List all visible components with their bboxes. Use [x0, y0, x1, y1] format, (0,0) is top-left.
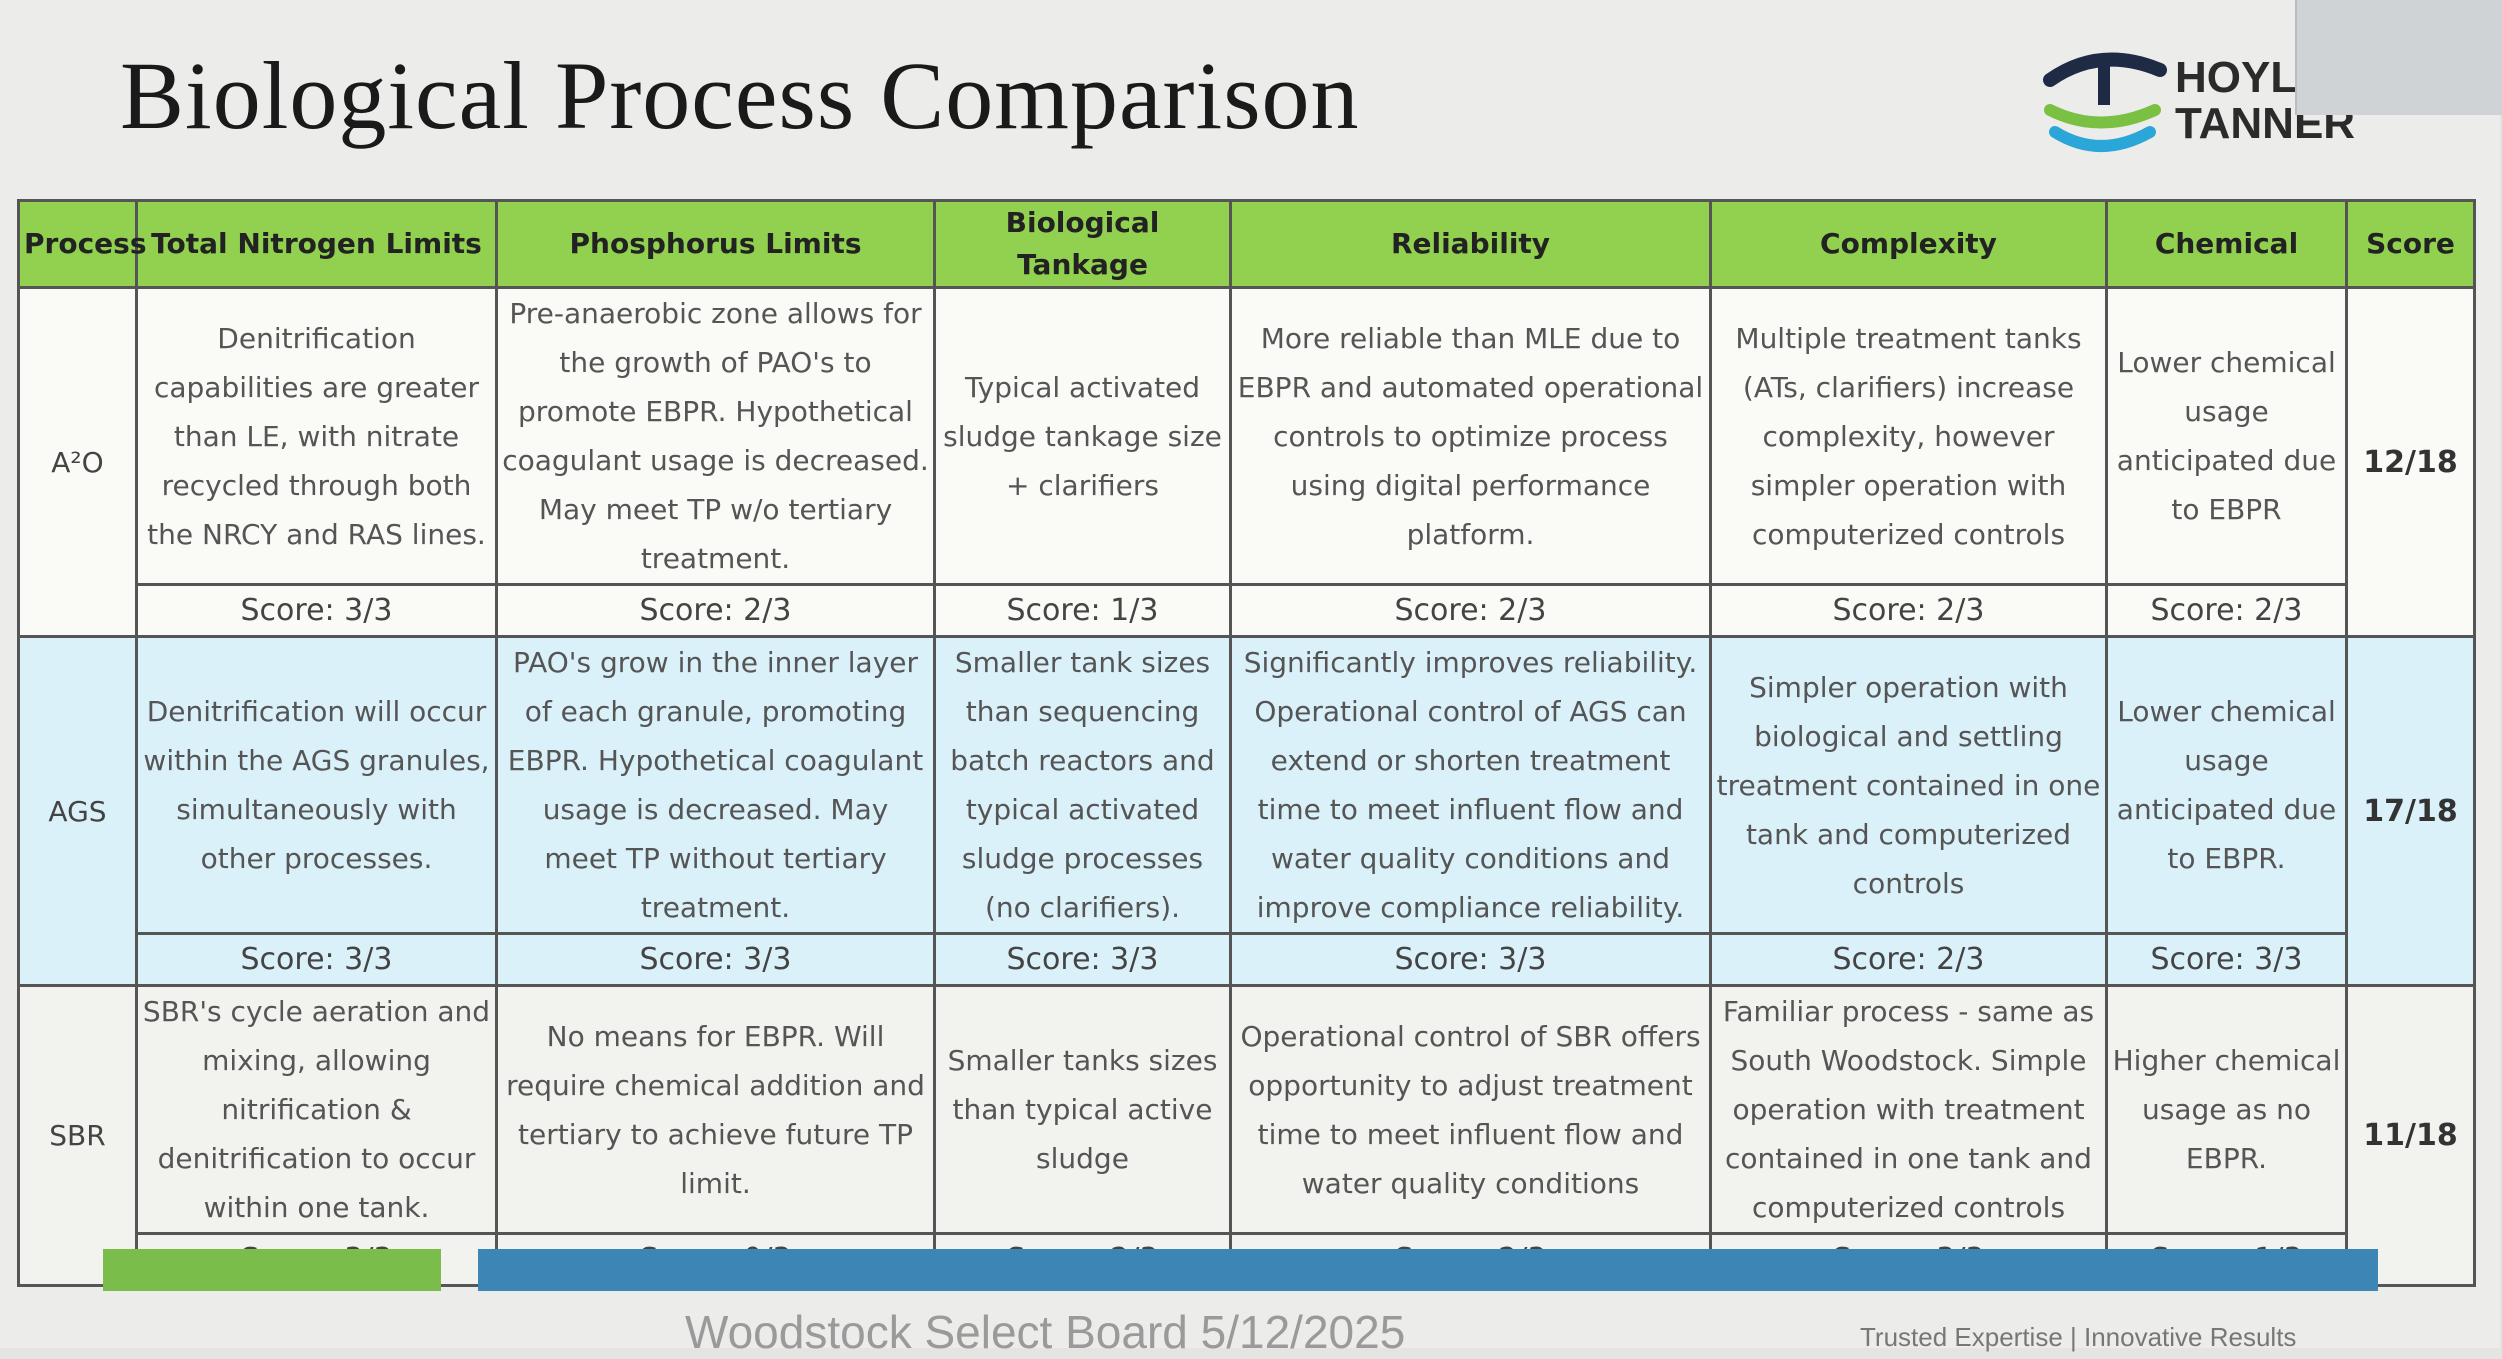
process-name: AGS — [17, 635, 138, 987]
table-cell: Higher chemical usage as no EBPR. — [2105, 984, 2348, 1235]
col-header-phosphorus: Phosphorus Limits — [495, 199, 936, 289]
score-row: Score: 3/3 Score: 3/3 Score: 3/3 Score: … — [19, 932, 2475, 987]
score-cell: Score: 3/3 — [135, 932, 498, 987]
footer-bar-blue — [478, 1249, 2378, 1291]
score-cell: Score: 3/3 — [495, 932, 936, 987]
table-row: AGS Denitrification will occur within th… — [17, 635, 2476, 987]
total-score: 11/18 — [2345, 984, 2476, 1287]
table-cell: SBR's cycle aeration and mixing, allowin… — [135, 984, 498, 1235]
comparison-table: Process Total Nitrogen Limits Phosphorus… — [17, 199, 2476, 1287]
col-header-nitrogen: Total Nitrogen Limits — [135, 199, 498, 289]
table-cell: Pre-anaerobic zone allows for the growth… — [495, 286, 936, 586]
webcam-thumbnail — [2295, 0, 2502, 115]
table-cell: Typical activated sludge tankage size + … — [933, 286, 1232, 586]
table-cell: Multiple treatment tanks (ATs, clarifier… — [1709, 286, 2108, 586]
col-header-tankage: Biological Tankage — [933, 199, 1232, 289]
process-name: A²O — [17, 286, 138, 638]
score-cell: Score: 2/3 — [1229, 583, 1712, 638]
table-cell: Lower chemical usage anticipated due to … — [2105, 286, 2348, 586]
table-cell: Denitrification will occur within the AG… — [135, 635, 498, 935]
table-cell: Operational control of SBR offers opport… — [1229, 984, 1712, 1235]
footer-bar-green — [103, 1249, 441, 1291]
table-cell: Smaller tank sizes than sequencing batch… — [933, 635, 1232, 935]
process-name: SBR — [17, 984, 138, 1287]
table-cell: No means for EBPR. Will require chemical… — [495, 984, 936, 1235]
score-cell: Score: 2/3 — [1709, 932, 2108, 987]
table-cell: Significantly improves reliability. Oper… — [1229, 635, 1712, 935]
table-cell: PAO's grow in the inner layer of each gr… — [495, 635, 936, 935]
table-cell: Simpler operation with biological and se… — [1709, 635, 2108, 935]
score-cell: Score: 2/3 — [1709, 583, 2108, 638]
table-cell: More reliable than MLE due to EBPR and a… — [1229, 286, 1712, 586]
table-cell: Denitrification capabilities are greater… — [135, 286, 498, 586]
score-cell: Score: 3/3 — [933, 932, 1232, 987]
footer-text: Woodstock Select Board 5/12/2025 — [685, 1306, 1406, 1358]
slide-title: Biological Process Comparison — [120, 42, 1360, 149]
score-cell: Score: 3/3 — [2105, 932, 2348, 987]
table-row: SBR SBR's cycle aeration and mixing, all… — [17, 984, 2476, 1287]
col-header-reliability: Reliability — [1229, 199, 1712, 289]
col-header-chemical: Chemical — [2105, 199, 2348, 289]
total-score: 12/18 — [2345, 286, 2476, 638]
col-header-process: Process — [17, 199, 147, 289]
hoyle-tanner-swoosh-icon — [2043, 52, 2167, 152]
table-cell: Familiar process - same as South Woodsto… — [1709, 984, 2108, 1235]
score-cell: Score: 2/3 — [495, 583, 936, 638]
table-cell: Lower chemical usage anticipated due to … — [2105, 635, 2348, 935]
score-cell: Score: 3/3 — [135, 583, 498, 638]
table-cell: Smaller tanks sizes than typical active … — [933, 984, 1232, 1235]
score-cell: Score: 2/3 — [2105, 583, 2348, 638]
footer-tagline: Trusted Expertise | Innovative Results — [1860, 1322, 2297, 1352]
col-header-score: Score — [2345, 199, 2476, 289]
score-cell: Score: 3/3 — [1229, 932, 1712, 987]
col-header-complexity: Complexity — [1709, 199, 2108, 289]
score-row: Score: 3/3 Score: 2/3 Score: 1/3 Score: … — [19, 583, 2475, 638]
header-row: Process Total Nitrogen Limits Phosphorus… — [17, 199, 2476, 289]
score-cell: Score: 1/3 — [933, 583, 1232, 638]
table-row: A²O Denitrification capabilities are gre… — [17, 286, 2476, 638]
total-score: 17/18 — [2345, 635, 2476, 987]
